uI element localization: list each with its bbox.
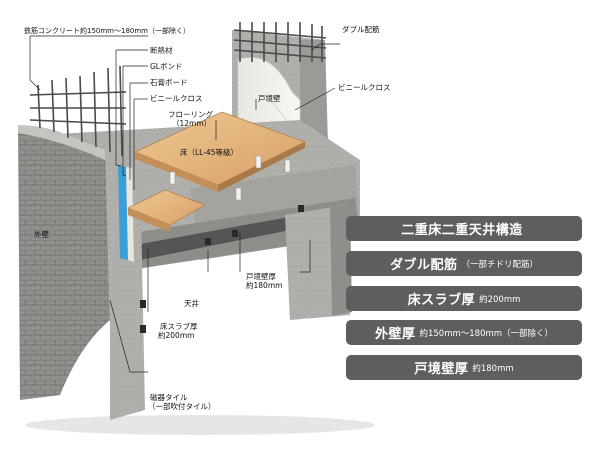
label-vinyl-cloth-right: ビニールクロス [338, 83, 391, 92]
label-ceiling: 天井 [184, 299, 199, 308]
lower-flooring [127, 189, 206, 226]
feature-sub: 約180mm [472, 363, 514, 374]
insulation-strip [118, 165, 128, 260]
label-rebar-concrete: 鉄筋コンクリート約150mm～180mm（一部除く） [24, 27, 190, 35]
feature-main: 外壁厚 [374, 327, 416, 342]
label-insulation: 断熱材 [150, 46, 173, 55]
feature-main: 戸境壁厚 [414, 362, 469, 377]
feature-sub: 約200mm [479, 294, 521, 305]
feature-main: 二重床二重天井構造 [401, 223, 523, 238]
label-party-wall: 戸境壁 [258, 94, 281, 103]
label-gypsum-board: 石膏ボード [150, 78, 188, 87]
feature-sub: （一部チドリ配筋） [461, 259, 539, 270]
ceiling-void [135, 215, 300, 260]
label-flooring: フローリング [168, 110, 213, 119]
label-double-rebar: ダブル配筋 [342, 25, 380, 34]
exterior-wall-tile [18, 125, 110, 400]
feature-bar-party-wall-thickness: 戸境壁厚 約180mm [346, 355, 582, 380]
feature-bar-double-floor-ceiling: 二重床二重天井構造 [346, 216, 582, 241]
label-gl-bond: GLボンド [150, 62, 183, 71]
upper-flooring-front [135, 152, 218, 192]
label-party-wall-thickness: 戸境壁厚 [246, 272, 276, 281]
label-tile: 磁器タイル [150, 393, 188, 402]
leader-lines [29, 35, 340, 373]
label-slab-thickness: 床スラブ厚 [160, 322, 198, 331]
bolt-marks [140, 205, 304, 333]
label-party-wall-thickness-value: 約180mm [246, 281, 283, 290]
party-wall-rebar [233, 22, 327, 62]
exterior-wall-top [18, 125, 105, 160]
feature-bar-exterior-wall-thickness: 外壁厚 約150mm～180mm（一部除く） [346, 320, 582, 345]
lower-flooring-front [128, 208, 170, 232]
label-exterior-wall: 外壁 [34, 230, 49, 239]
feature-main: 床スラブ厚 [407, 293, 476, 308]
label-flooring-thickness: （12mm） [172, 119, 212, 128]
label-floor-grade: 床（LL-45等級） [180, 148, 238, 157]
feature-main: ダブル配筋 [389, 258, 458, 273]
label-vinyl-cloth-left: ビニールクロス [150, 94, 203, 103]
feature-sub: 約150mm～180mm（一部除く） [419, 328, 554, 339]
label-tile-note: （一部吹付タイル） [148, 402, 216, 411]
upper-flooring-edge [218, 142, 305, 192]
feature-bar-slab-thickness: 床スラブ厚 約200mm [346, 286, 582, 311]
ground-shadow [25, 415, 375, 435]
exterior-wall-rebar [29, 65, 127, 157]
label-slab-thickness-value: 約200mm [158, 331, 195, 340]
floor-pedestals [169, 155, 291, 201]
feature-bar-double-rebar: ダブル配筋 （一部チドリ配筋） [346, 251, 582, 276]
